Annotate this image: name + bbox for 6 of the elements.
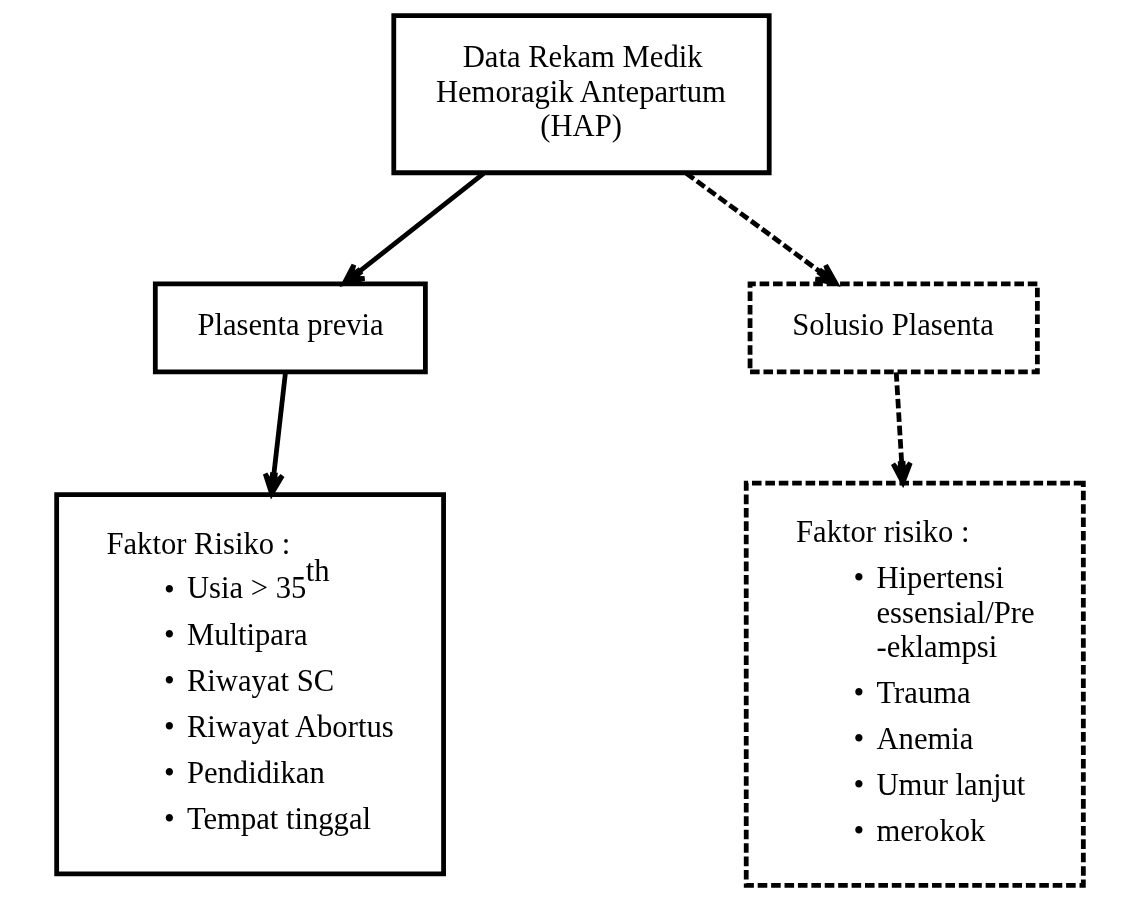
node-box: Faktor risiko : • Hipertensi essensial/Pre -eklampsi • Trauma • Anemia • Umur lanjut • merokok bbox=[743, 480, 1086, 888]
node-box: Plasenta previa bbox=[152, 281, 428, 375]
node-box: Solusio Plasenta bbox=[747, 281, 1040, 375]
arrow bbox=[262, 372, 288, 497]
arrow bbox=[684, 171, 838, 286]
node-box: Data Rekam Medik Hemoragik Antepartum (HAP) bbox=[390, 13, 772, 176]
